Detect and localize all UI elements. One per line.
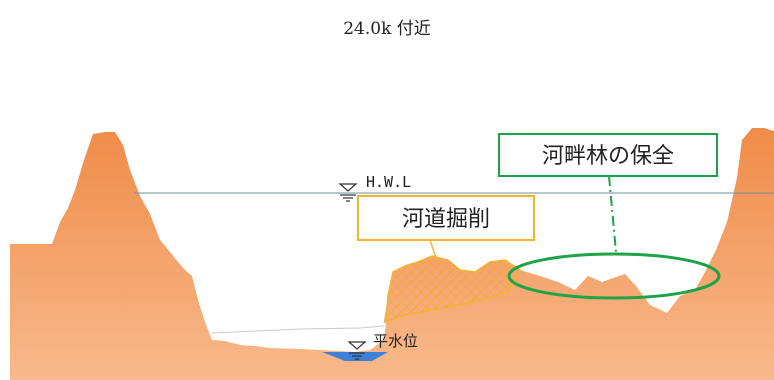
excavation-callout-box — [357, 195, 535, 241]
forest-callout-box — [498, 133, 718, 177]
ground-profile — [10, 128, 774, 380]
low-water-label: 平水位 — [373, 332, 418, 350]
excavation-label: 河道掘削 — [402, 207, 490, 232]
low-water-symbol — [347, 341, 367, 360]
forest-label: 河畔林の保全 — [542, 144, 674, 169]
hwl-water-symbol — [338, 183, 358, 202]
forest-leader-line — [608, 175, 617, 253]
hwl-label: H.W.L — [366, 173, 411, 191]
diagram-title: 24.0k 付近 — [343, 19, 431, 39]
forest-ellipse — [507, 252, 721, 300]
